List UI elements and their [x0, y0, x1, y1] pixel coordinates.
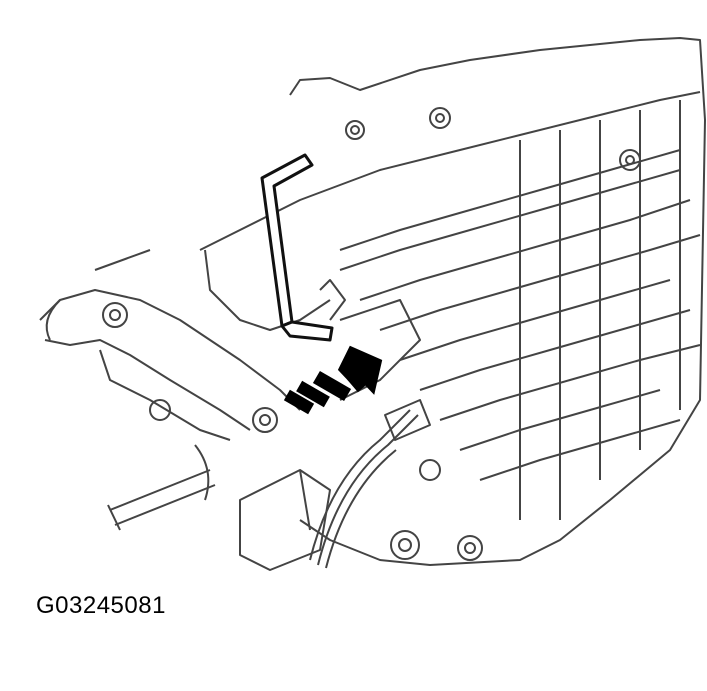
figure-reference-code: G03245081 [36, 592, 166, 619]
valve-body-illustration [39, 37, 706, 571]
line-drawing [39, 37, 706, 571]
